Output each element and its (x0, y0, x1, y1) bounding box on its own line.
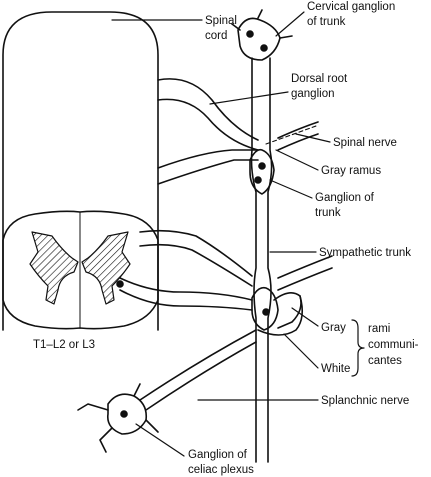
label-dorsal-root-2: ganglion (291, 88, 334, 100)
lower-trunk-ganglion (251, 286, 279, 331)
trunk-neuron-2 (254, 176, 262, 184)
spinal-nerve (277, 121, 319, 139)
ventral-root (157, 149, 259, 169)
lower-ganglion-neuron (262, 308, 270, 316)
label-gray-ramus: Gray ramus (321, 165, 381, 177)
cervical-neuron-2 (260, 44, 268, 52)
gray-matter-right (81, 231, 131, 305)
label-white: White (321, 363, 350, 375)
label-celiac-2: celiac plexus (188, 464, 254, 476)
lateral-horn-neuron (116, 280, 124, 288)
cord-cross-section (2, 210, 159, 330)
label-dorsal-root-1: Dorsal root (291, 73, 348, 85)
leader-dorsal-root (209, 91, 289, 105)
cervical-ganglion (237, 17, 281, 61)
sympathetic-trunk-right (267, 57, 273, 463)
label-gray: Gray (321, 322, 346, 334)
leader-ganglion-trunk (269, 179, 313, 199)
label-spinal-cord-2: cord (205, 30, 227, 42)
lower-spinal-nerve (277, 255, 333, 279)
dorsal-root (157, 78, 259, 141)
label-rami-2: communi- (368, 339, 419, 351)
trunk-neuron-1 (258, 162, 266, 170)
label-segment-level: T1–L2 or L3 (33, 339, 95, 351)
cervical-ganglion-branch-3 (279, 35, 293, 39)
lower-spinal-nerve-edge (277, 267, 333, 291)
leader-gray (291, 307, 319, 327)
sympathetic-trunk-left (250, 57, 257, 463)
preganglionic-fiber (119, 277, 253, 301)
leader-gray-ramus (275, 149, 319, 171)
cervical-ganglion-branch-1 (231, 23, 241, 31)
leader-spinal-nerve (295, 133, 331, 143)
celiac-branch-1 (77, 403, 109, 411)
preganglionic-fiber-lower (119, 289, 253, 311)
cervical-ganglion-branch-2 (257, 9, 263, 19)
leader-cervical (275, 11, 305, 37)
celiac-neuron (120, 410, 128, 418)
spinal-nerve-dashed-fiber (265, 125, 317, 145)
label-cervical-1: Cervical ganglion (307, 1, 395, 13)
label-ganglion-trunk-1: Ganglion of (315, 192, 375, 204)
cervical-neuron-1 (246, 30, 254, 38)
label-celiac-1: Ganglion of (188, 449, 248, 461)
trunk-ganglion (249, 148, 275, 195)
celiac-branch-4 (133, 383, 141, 397)
leader-celiac (135, 423, 185, 457)
white-ramus-communicans (257, 295, 304, 336)
dorsal-root-lower-edge (157, 98, 259, 151)
label-spinal-cord-1: Spinal (205, 15, 237, 27)
rami-bracket (351, 319, 365, 377)
label-rami-3: cantes (368, 355, 402, 367)
label-cervical-2: of trunk (307, 16, 346, 28)
label-sympathetic-trunk: Sympathetic trunk (319, 247, 411, 259)
ventral-ramus-lower (139, 229, 253, 277)
ventral-root-lower-edge (157, 159, 259, 185)
celiac-branch-2 (99, 427, 113, 453)
spinal-cord-outline (2, 11, 159, 331)
label-splanchnic: Splanchnic nerve (321, 395, 409, 407)
celiac-branch-3 (145, 419, 159, 433)
label-ganglion-trunk-2: trunk (315, 207, 341, 219)
label-rami-1: rami (368, 323, 390, 335)
leader-white (283, 333, 319, 369)
gray-matter-left (29, 231, 79, 305)
ventral-ramus-lower-edge (139, 243, 253, 287)
splanchnic-nerve (139, 329, 257, 401)
label-spinal-nerve: Spinal nerve (333, 137, 397, 149)
splanchnic-nerve-lower-edge (145, 341, 257, 411)
spinal-nerve-lower-edge (277, 133, 319, 151)
